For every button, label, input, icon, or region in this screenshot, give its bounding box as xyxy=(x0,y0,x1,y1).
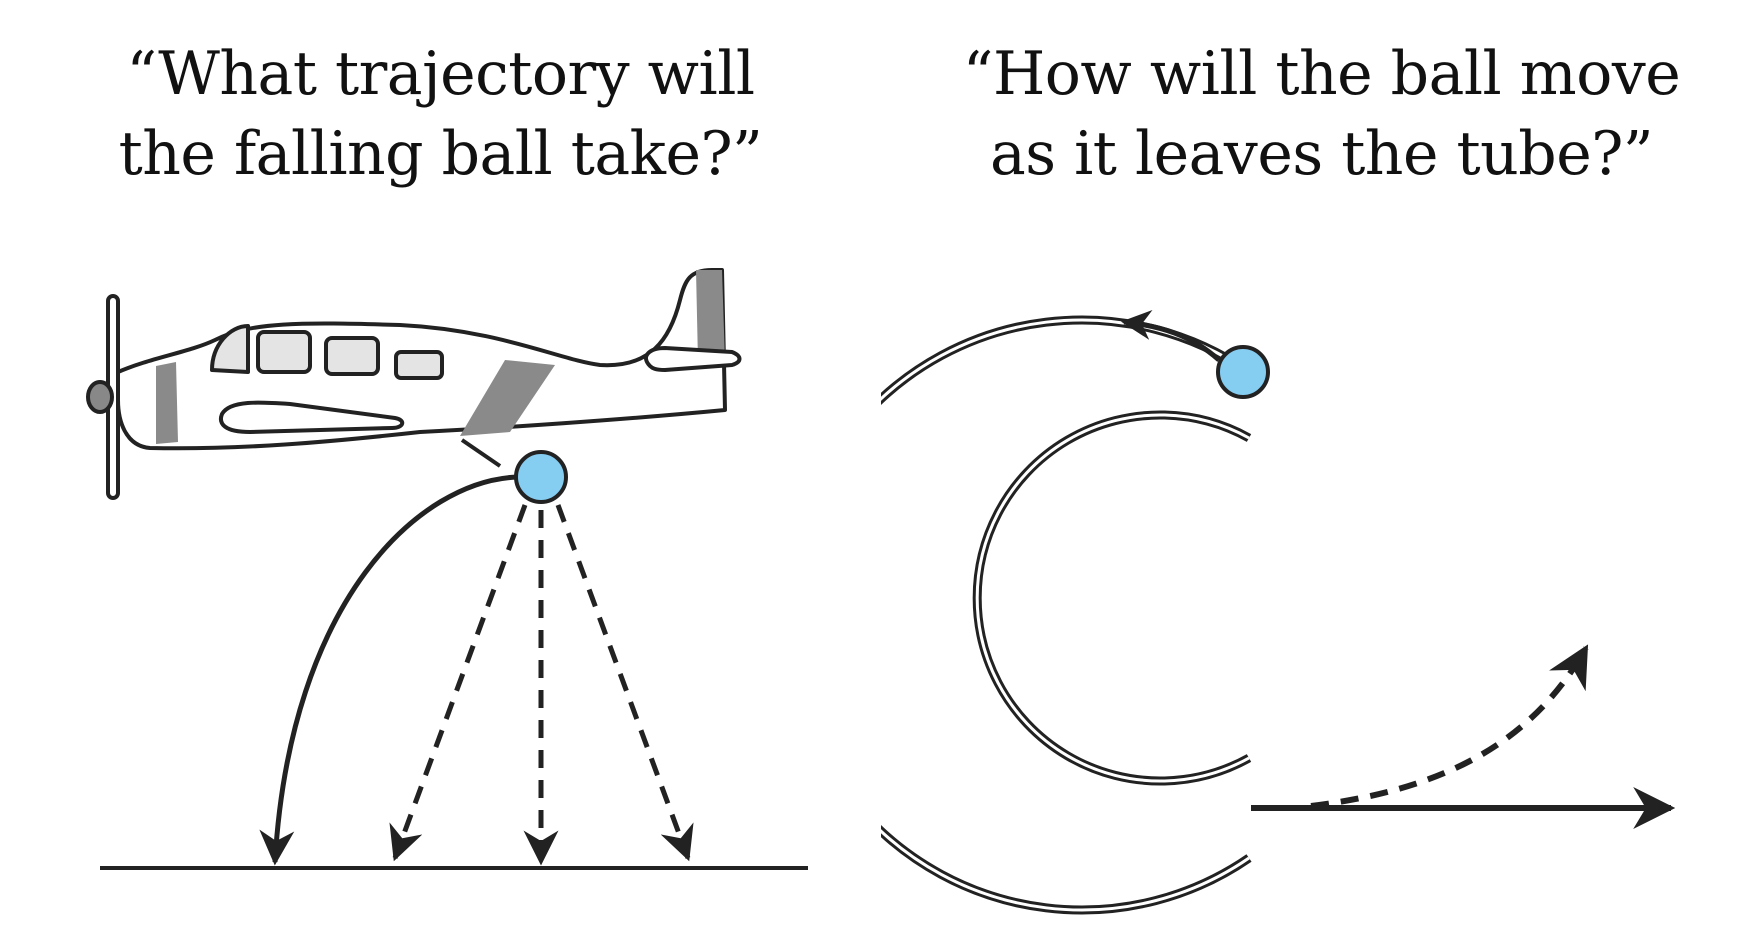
airplane-icon xyxy=(86,268,742,500)
dashed-angled-arrow xyxy=(389,504,528,862)
release-strut xyxy=(460,438,502,468)
left-question: “What trajectory will the falling ball t… xyxy=(0,34,881,194)
curved-tube xyxy=(881,315,1252,915)
ball-icon xyxy=(514,450,568,504)
right-question: “How will the ball move as it leaves the… xyxy=(881,34,1762,194)
tube-inner-wall-inner xyxy=(975,413,1250,783)
motion-arrow xyxy=(1121,309,1221,362)
curved-trajectory-arrow xyxy=(259,474,519,866)
tail-stripe xyxy=(696,270,725,362)
dashed-forward-arrow xyxy=(555,504,694,862)
stabilizer xyxy=(644,346,742,372)
tube-outer-wall-inner xyxy=(881,318,1250,912)
tube-inner-wall xyxy=(972,410,1252,786)
left-question-line2: the falling ball take?” xyxy=(118,119,763,189)
nose-stripe xyxy=(156,362,178,444)
wing-stripe xyxy=(460,360,555,436)
wing xyxy=(219,400,405,434)
tube-outer-wall xyxy=(881,315,1252,915)
left-panel: “What trajectory will the falling ball t… xyxy=(0,34,881,870)
window xyxy=(324,336,380,376)
cockpit-window xyxy=(210,324,250,374)
tube-diagram xyxy=(881,309,1676,915)
window xyxy=(394,350,444,380)
right-question-line1: “How will the ball move xyxy=(962,39,1681,109)
curved-dashed-exit-arrow xyxy=(1310,644,1589,809)
propeller-hub xyxy=(86,380,114,414)
ball-icon xyxy=(1216,345,1270,399)
right-question-line2: as it leaves the tube?” xyxy=(989,119,1654,189)
trajectory-options xyxy=(259,474,694,866)
left-question-line1: “What trajectory will xyxy=(126,39,755,109)
airplane-diagram xyxy=(86,268,808,870)
right-panel: “How will the ball move as it leaves the… xyxy=(881,0,1762,952)
window xyxy=(256,330,312,374)
